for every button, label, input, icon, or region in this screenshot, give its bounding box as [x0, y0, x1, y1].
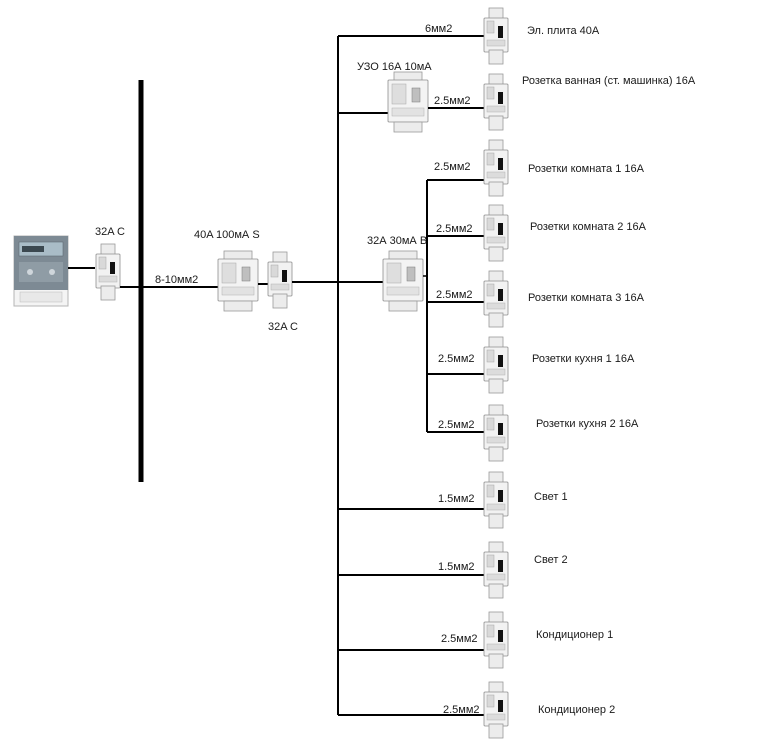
- bathroom-label: Розетка ванная (ст. машинка) 16А: [522, 75, 696, 87]
- breaker-icon: [483, 404, 509, 462]
- cable-label: 2.5мм2: [436, 289, 473, 301]
- cable-label: 2.5мм2: [434, 161, 471, 173]
- cable-label: 2.5мм2: [443, 704, 480, 716]
- branch-sockets-group: 32А 30мА В 2.5мм2 Розетки комната 1 16А …: [367, 139, 647, 462]
- cable-label: 2.5мм2: [436, 223, 473, 235]
- breaker-icon: [483, 681, 509, 739]
- bathroom-breaker-icon: [483, 73, 509, 131]
- cable-label: 1.5мм2: [438, 561, 475, 573]
- circuit-label: Кондиционер 2: [538, 704, 615, 716]
- sockets-rcd-label: 32А 30мА В: [367, 235, 427, 247]
- socket-circuit: 2.5мм2 Розетки кухня 2 16А: [427, 404, 639, 462]
- branch-ac-2: 2.5мм2 Кондиционер 2: [338, 681, 615, 739]
- breaker-icon: [483, 471, 509, 529]
- circuit-label: Розетки комната 3 16А: [528, 292, 645, 304]
- main-breaker-icon: [267, 251, 293, 309]
- input-breaker-label: 32A C: [95, 226, 125, 238]
- breaker-icon: [483, 541, 509, 599]
- circuit-label: Свет 1: [534, 491, 568, 503]
- cable-label: 2.5мм2: [438, 353, 475, 365]
- cable-label: 2.5мм2: [438, 419, 475, 431]
- breaker-icon: [483, 204, 509, 262]
- stove-label: Эл. плита 40А: [527, 25, 600, 37]
- bathroom-rcd-icon: [387, 71, 429, 133]
- circuit-label: Свет 2: [534, 554, 568, 566]
- breaker-icon: [483, 270, 509, 328]
- circuit-label: Кондиционер 1: [536, 629, 613, 641]
- branch-stove: 6мм2 Эл. плита 40А: [338, 7, 600, 65]
- circuit-label: Розетки кухня 1 16А: [532, 353, 635, 365]
- stove-breaker-icon: [483, 7, 509, 65]
- bathroom-rcd-label: УЗО 16А 10мА: [357, 61, 432, 73]
- circuit-label: Розетки комната 1 16А: [528, 163, 645, 175]
- main-rcd-label: 40A 100мА S: [194, 229, 260, 241]
- breaker-icon: [483, 139, 509, 197]
- branch-light-2: 1.5мм2 Свет 2: [338, 541, 568, 599]
- cable-label: 1.5мм2: [438, 493, 475, 505]
- breaker-icon: [483, 611, 509, 669]
- sockets-rcd-icon: [382, 250, 424, 312]
- stove-cable-label: 6мм2: [425, 23, 452, 35]
- branch-ac-1: 2.5мм2 Кондиционер 1: [338, 611, 613, 669]
- electricity-meter-icon: [13, 235, 69, 307]
- socket-circuit: 2.5мм2 Розетки кухня 1 16А: [427, 336, 635, 394]
- socket-circuit: 2.5мм2 Розетки комната 1 16А: [427, 139, 645, 197]
- breaker-icon: [483, 336, 509, 394]
- branch-light-1: 1.5мм2 Свет 1: [338, 471, 568, 529]
- feeder-cable-label: 8-10мм2: [155, 274, 198, 286]
- cable-label: 2.5мм2: [441, 633, 478, 645]
- circuit-label: Розетки кухня 2 16А: [536, 418, 639, 430]
- branch-bathroom: УЗО 16А 10мА 2.5мм2 Розетка ванная (ст. …: [338, 61, 696, 133]
- socket-circuit: 2.5мм2 Розетки комната 3 16А: [427, 270, 645, 328]
- circuit-label: Розетки комната 2 16А: [530, 221, 647, 233]
- socket-circuit: 2.5мм2 Розетки комната 2 16А: [427, 204, 647, 262]
- main-breaker-label: 32A C: [268, 321, 298, 333]
- main-rcd-icon: [217, 250, 259, 312]
- input-breaker-icon: [95, 243, 121, 301]
- bathroom-cable-label: 2.5мм2: [434, 95, 471, 107]
